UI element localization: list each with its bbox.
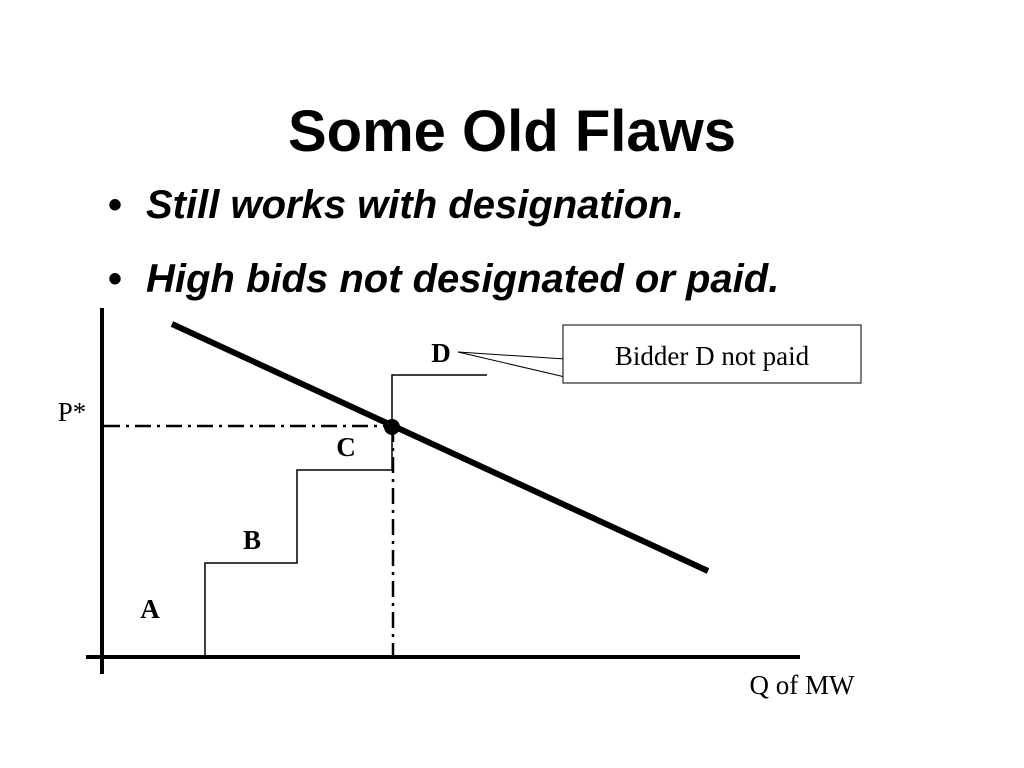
callout-box xyxy=(562,324,862,384)
bullet-item: • Still works with designation. xyxy=(100,180,779,230)
callout-pointer-lower xyxy=(457,351,566,378)
bullet-list: • Still works with designation. • High b… xyxy=(100,180,779,328)
bullet-text: High bids not designated or paid. xyxy=(146,257,780,301)
equilibrium-point xyxy=(384,419,400,435)
bidder-label-c: C xyxy=(336,432,356,462)
quantity-label: Q of MW xyxy=(750,670,855,700)
bullet-item: • High bids not designated or paid. xyxy=(100,254,779,304)
demand-line xyxy=(170,321,710,574)
bullet-text: Still works with designation. xyxy=(146,183,684,227)
bidder-label-d: D xyxy=(431,338,451,368)
price-label: P* xyxy=(58,397,87,427)
bidder-label-b: B xyxy=(243,525,261,555)
bullet-icon: • xyxy=(108,183,123,227)
bidder-label-a: A xyxy=(140,594,160,624)
supply-step-curve xyxy=(204,374,487,657)
callout-pointer-upper xyxy=(457,351,566,360)
slide-title: Some Old Flaws xyxy=(288,99,736,164)
callout-text: Bidder D not paid xyxy=(615,341,810,371)
bullet-icon: • xyxy=(108,257,123,301)
